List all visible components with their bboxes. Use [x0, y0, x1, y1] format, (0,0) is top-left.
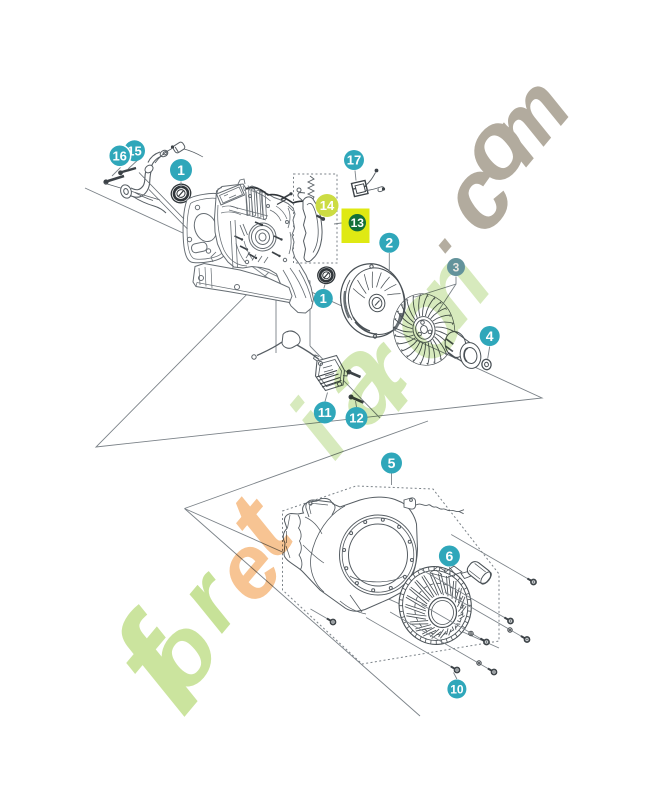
- svg-text:5: 5: [388, 455, 396, 471]
- svg-text:14: 14: [320, 198, 335, 213]
- svg-text:17: 17: [347, 153, 361, 168]
- svg-text:13: 13: [351, 216, 365, 230]
- svg-text:1: 1: [320, 291, 327, 306]
- svg-text:1: 1: [177, 162, 185, 178]
- svg-text:2: 2: [385, 235, 393, 251]
- svg-text:10: 10: [450, 682, 464, 696]
- svg-text:4: 4: [486, 328, 494, 344]
- svg-text:12: 12: [349, 411, 363, 426]
- svg-text:11: 11: [318, 405, 332, 420]
- svg-text:3: 3: [453, 260, 460, 274]
- svg-text:16: 16: [112, 148, 126, 163]
- svg-text:6: 6: [446, 548, 454, 564]
